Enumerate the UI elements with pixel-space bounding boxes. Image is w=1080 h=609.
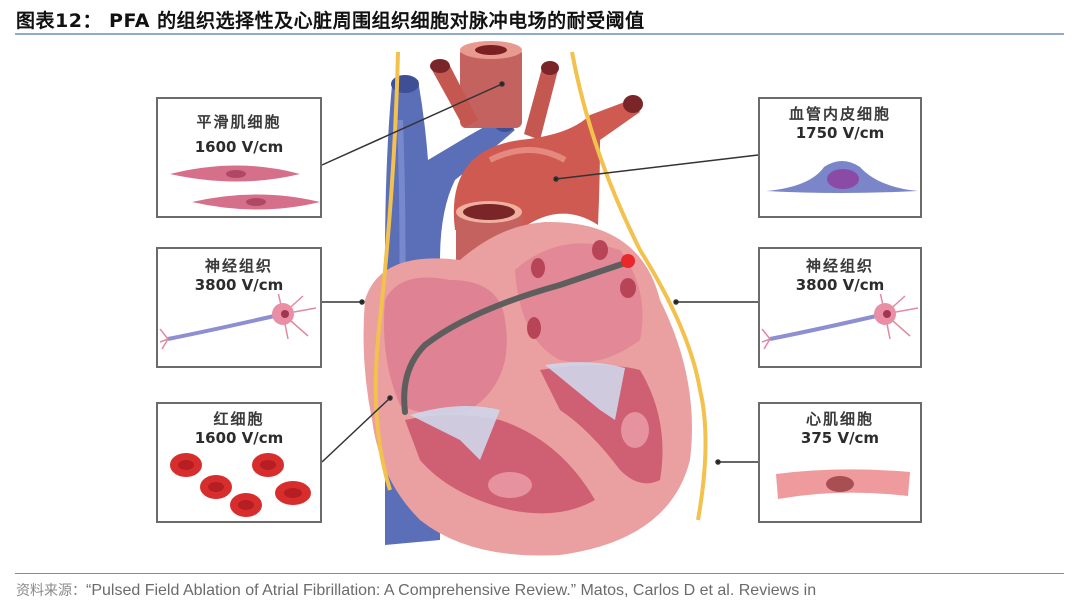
catheter-tip: [621, 254, 635, 268]
heart-illustration: [321, 41, 759, 556]
ablation-catheter: [401, 259, 631, 415]
callout-smooth-muscle: 平滑肌细胞 1600 V/cm: [156, 97, 322, 218]
callout-cardiomyocyte: 心肌细胞 375 V/cm: [758, 402, 922, 523]
smooth-muscle-cell-icon: [170, 165, 320, 210]
neuron-icon: [159, 294, 317, 350]
endothelial-cell-icon: [766, 161, 918, 193]
heart-diagram: 平滑肌细胞 1600 V/cm 神经组织 3800 V/cm 红细胞 1600 …: [0, 40, 1080, 570]
callout-red-blood-cells: 红细胞 1600 V/cm: [156, 402, 322, 523]
right-ventricle: [405, 415, 595, 514]
callout-nerve-right: 神经组织 3800 V/cm: [758, 247, 922, 368]
cardiomyocyte-icon: [776, 469, 910, 499]
nerve-left: [373, 51, 400, 491]
figure-title: 图表12： PFA 的组织选择性及心脏周围组织细胞对脉冲电场的耐受阈值: [16, 10, 645, 32]
nerve-right: [570, 51, 708, 521]
red-blood-cells-icon: [170, 453, 311, 517]
source-citation: 资料来源：“Pulsed Field Ablation of Atrial Fi…: [16, 582, 817, 599]
source-divider: [15, 573, 1064, 574]
left-atrium: [515, 243, 643, 363]
title-divider: [15, 33, 1064, 35]
neuron-icon: [761, 294, 919, 350]
callout-nerve-left: 神经组织 3800 V/cm: [156, 247, 322, 368]
left-ventricle: [540, 365, 663, 484]
callout-endothelial: 血管内皮细胞 1750 V/cm: [758, 97, 922, 218]
